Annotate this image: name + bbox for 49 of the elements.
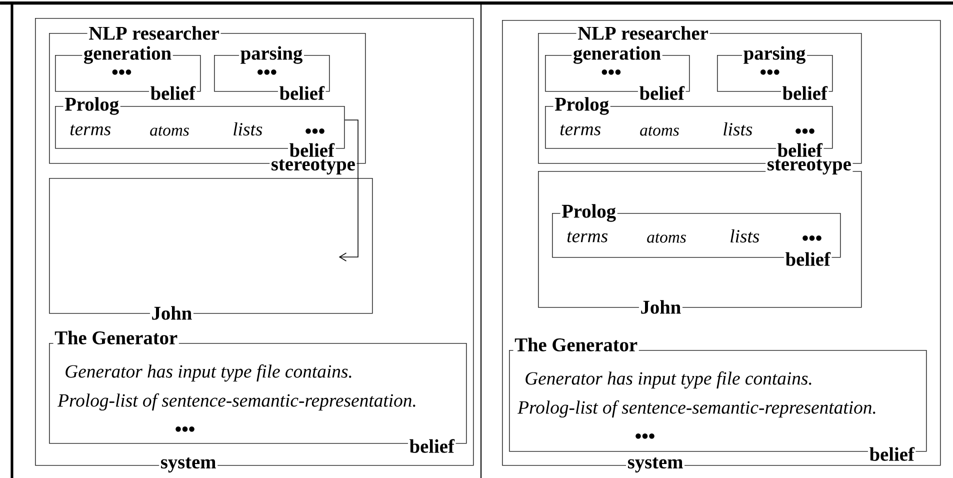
- type-label: belief: [288, 142, 336, 158]
- item-text: atoms: [647, 233, 686, 243]
- box-title: John: [638, 298, 682, 316]
- ellipsis: •••: [306, 128, 324, 134]
- box-title: The Generator: [53, 329, 179, 346]
- box-title: system: [159, 456, 218, 474]
- ellipsis: •••: [636, 433, 654, 439]
- note-text: Generator has input type file contains.: [526, 371, 812, 389]
- type-label: stereotype: [766, 158, 853, 176]
- ellipsis: •••: [760, 70, 780, 75]
- note-text: Generator has input type file contains.: [66, 364, 352, 382]
- ellipsis: •••: [176, 426, 194, 432]
- item-text: terms: [70, 124, 111, 136]
- ellipsis: •••: [258, 70, 276, 75]
- box-title: The Generator: [513, 336, 639, 353]
- box-title: NLP researcher: [576, 24, 710, 42]
- box-title: generation: [572, 44, 662, 66]
- item-text: atoms: [150, 126, 189, 136]
- box-title: system: [626, 456, 685, 474]
- type-label: belief: [780, 84, 829, 102]
- box-title: Prolog: [560, 202, 618, 224]
- type-label: belief: [278, 84, 326, 102]
- box-title: Prolog: [63, 96, 120, 116]
- item-text: atoms: [640, 126, 679, 136]
- ellipsis: •••: [802, 236, 822, 241]
- box-title: parsing: [239, 44, 304, 66]
- note-text: Prolog-list of sentence-semantic-representation.: [58, 393, 416, 411]
- type-label: belief: [784, 250, 832, 268]
- item-text: lists: [234, 122, 262, 136]
- item-text: lists: [724, 122, 752, 136]
- ellipsis: •••: [602, 70, 621, 75]
- type-label: belief: [868, 446, 916, 462]
- box-title: parsing: [742, 44, 807, 66]
- box-title: John: [150, 304, 194, 322]
- item-text: terms: [560, 124, 600, 136]
- type-label: belief: [148, 84, 197, 102]
- type-label: stereotype: [270, 158, 357, 176]
- note-text: Prolog-list of sentence-semantic-representation.: [518, 400, 876, 418]
- ellipsis: •••: [796, 128, 814, 134]
- type-label: belief: [776, 142, 824, 158]
- arrow: [338, 120, 358, 262]
- type-label: belief: [408, 438, 456, 454]
- box-title: generation: [82, 44, 173, 66]
- item-text: lists: [730, 229, 760, 243]
- item-text: terms: [567, 232, 608, 242]
- ellipsis: •••: [112, 70, 132, 75]
- box-title: NLP researcher: [87, 24, 221, 42]
- type-label: belief: [638, 84, 686, 102]
- box-title: Prolog: [553, 96, 610, 116]
